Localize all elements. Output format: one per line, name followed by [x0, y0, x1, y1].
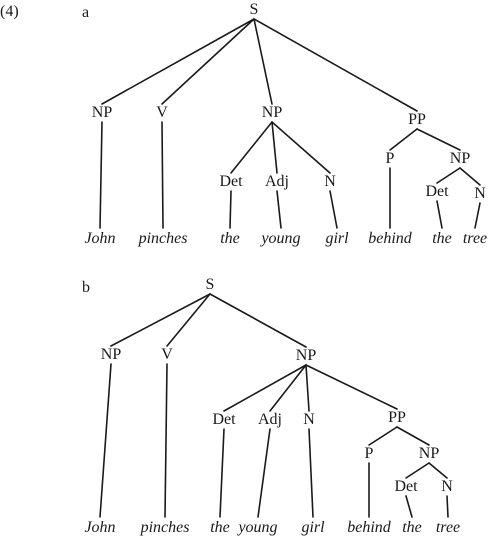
- tree-edge-N1-w5: [329, 190, 338, 229]
- tree-edge-NP3-N2: [459, 167, 481, 186]
- node-label-np2: NP: [296, 347, 317, 364]
- terminal-word-w8: tree: [463, 230, 487, 247]
- tree-edge-S-V: [161, 18, 255, 105]
- node-label-np1: NP: [101, 346, 122, 363]
- tree-edge-NP1-w1: [99, 363, 112, 518]
- tree-edge-V-w2: [164, 363, 168, 518]
- node-label-s: S: [206, 276, 215, 293]
- tree-edge-Det1-w3: [219, 428, 225, 518]
- terminal-word-w1: John: [84, 519, 115, 536]
- node-label-v: V: [161, 346, 173, 363]
- node-label-np3: NP: [450, 150, 471, 167]
- tree-edge-S-NP2: [209, 293, 307, 348]
- tree-edge-S-V: [166, 293, 211, 347]
- example-number: (4): [0, 3, 19, 20]
- node-label-det1: Det: [212, 411, 236, 428]
- node-label-pp: PP: [388, 409, 406, 426]
- tree-edge-PP-NP3: [416, 128, 461, 151]
- tree-edge-N1-w5: [308, 428, 314, 518]
- terminal-word-w5: girl: [301, 519, 325, 536]
- node-label-v: V: [156, 104, 168, 121]
- terminal-word-w3: the: [210, 519, 230, 536]
- node-label-n2: N: [474, 185, 486, 202]
- tree-edge-NP2-Det1: [230, 121, 273, 174]
- node-label-np3: NP: [419, 445, 440, 462]
- node-label-n2: N: [441, 478, 453, 495]
- terminal-word-w7: the: [432, 230, 452, 247]
- node-label-pp: PP: [408, 111, 426, 128]
- tree-a-label: a: [82, 4, 89, 21]
- tree-edge-NP2-Det1: [223, 364, 307, 412]
- tree-edge-NP1-w1: [99, 121, 103, 229]
- node-label-np1: NP: [92, 104, 113, 121]
- terminal-word-w2: pinches: [140, 519, 190, 536]
- node-label-p: P: [386, 150, 395, 167]
- tree-edge-S-NP1: [101, 18, 255, 105]
- node-label-np2: NP: [262, 104, 283, 121]
- node-label-det1: Det: [219, 173, 243, 190]
- tree-edge-NP2-Adj: [271, 121, 278, 174]
- terminal-word-w8: tree: [436, 519, 460, 536]
- node-label-n1: N: [324, 173, 336, 190]
- tree-edge-Adj-w4: [257, 428, 271, 518]
- tree-edge-NP3-Det2: [436, 167, 461, 184]
- terminal-word-w3: the: [220, 230, 240, 247]
- tree-edge-N2-w8: [446, 495, 449, 518]
- terminal-word-w6: behind: [347, 519, 392, 536]
- tree-edge-PP-P: [368, 426, 398, 446]
- tree-edge-S-NP1: [110, 293, 211, 347]
- tree-edge-S-NP2: [253, 18, 273, 105]
- tree-edge-NP2-N1: [271, 121, 331, 174]
- terminal-word-w6: behind: [368, 230, 413, 247]
- tree-edge-NP2-PP: [305, 364, 398, 410]
- terminal-word-w4: young: [259, 230, 300, 247]
- terminal-word-w7: the: [402, 519, 422, 536]
- node-label-p: P: [365, 445, 374, 462]
- terminal-word-w5: girl: [325, 230, 349, 247]
- node-label-s: S: [250, 1, 259, 18]
- tree-edge-Adj-w4: [276, 190, 282, 229]
- terminal-word-w1: John: [84, 230, 115, 247]
- tree-edge-N2-w8: [474, 202, 481, 229]
- node-label-adj: Adj: [258, 411, 282, 428]
- tree-edge-Det1-w3: [229, 190, 232, 229]
- tree-edge-S-PP: [253, 18, 418, 112]
- tree-edge-V-w2: [161, 121, 164, 229]
- node-label-n1: N: [303, 411, 315, 428]
- tree-edge-PP-P: [389, 128, 418, 151]
- tree-edge-NP3-N2: [428, 462, 448, 479]
- node-label-det2: Det: [394, 478, 418, 495]
- terminal-word-w2: pinches: [138, 230, 188, 247]
- tree-edge-NP2-N1: [305, 364, 310, 412]
- tree-edge-Det2-w7: [405, 495, 413, 518]
- tree-edge-Det2-w7: [436, 200, 443, 229]
- terminal-word-w4: young: [236, 519, 277, 536]
- tree-edge-NP2-Adj: [269, 364, 307, 412]
- tree-b-label: b: [82, 279, 90, 296]
- tree-edge-NP3-Det2: [405, 462, 430, 479]
- node-label-adj: Adj: [265, 173, 289, 190]
- tree-edge-PP-NP3: [396, 426, 430, 446]
- node-label-det2: Det: [425, 183, 449, 200]
